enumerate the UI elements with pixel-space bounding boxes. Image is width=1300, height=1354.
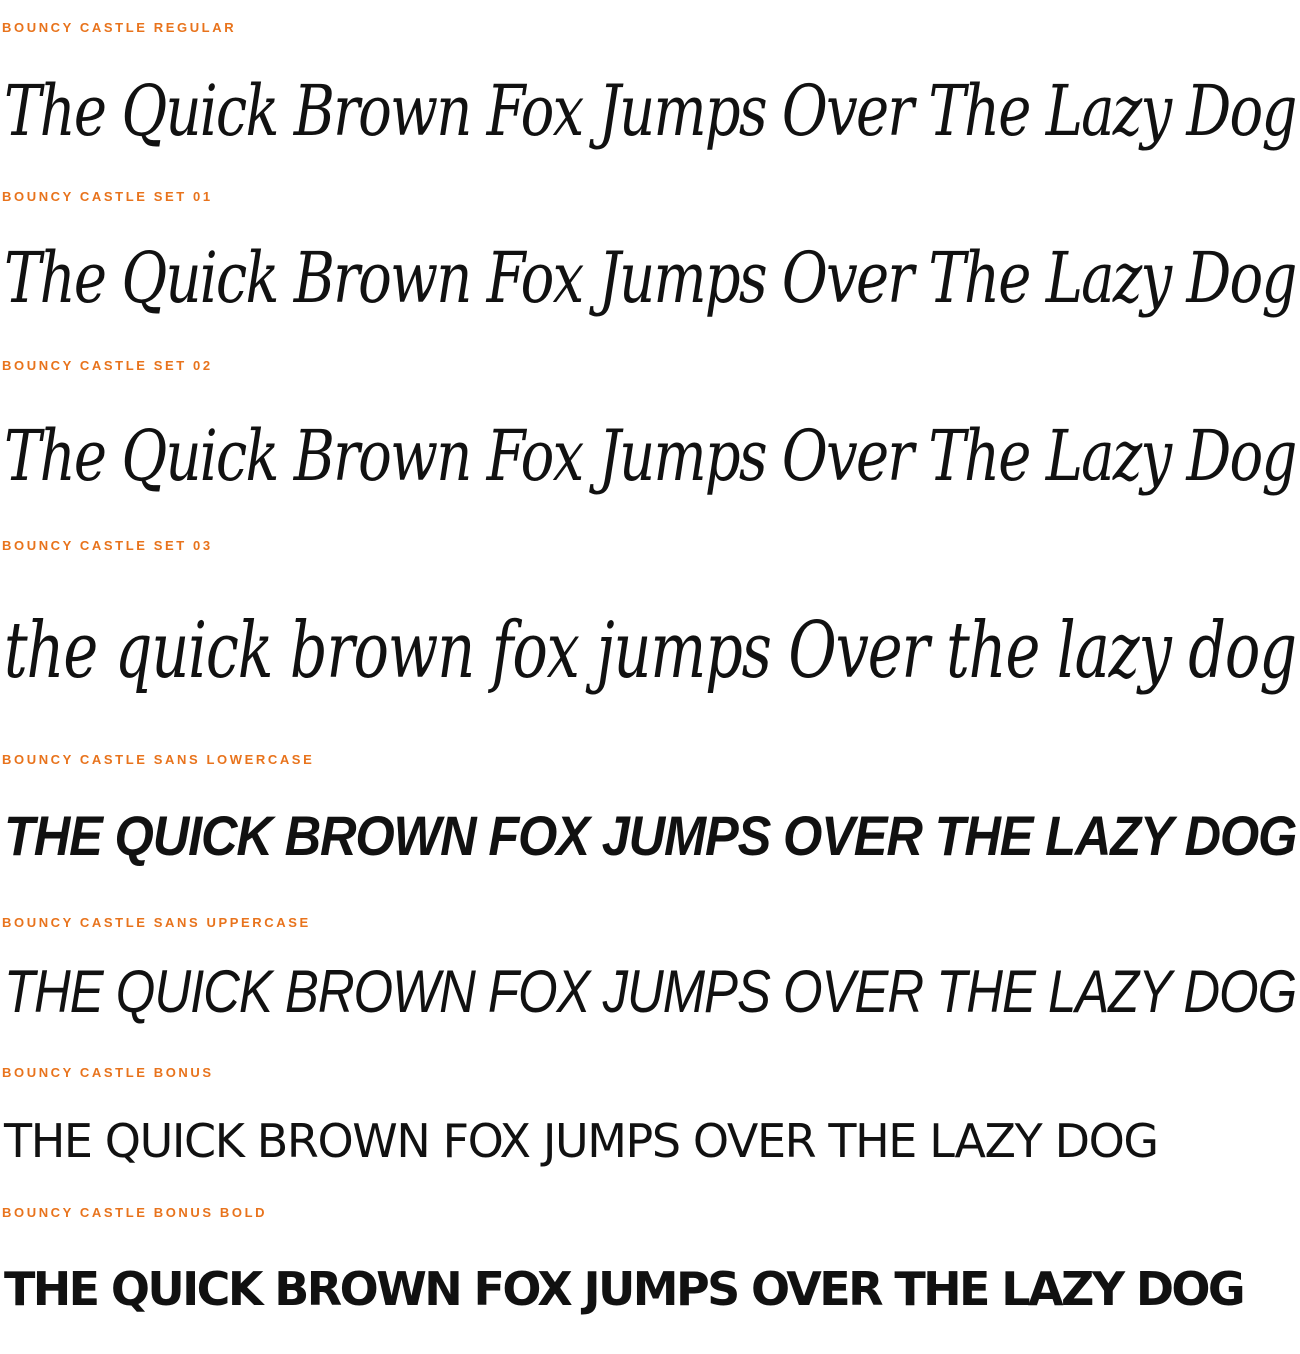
font-name-label: BOUNCY CASTLE BONUS BOLD	[2, 1205, 268, 1220]
font-name-label: BOUNCY CASTLE SANS LOWERCASE	[2, 752, 315, 767]
font-name-label: BOUNCY CASTLE SET 01	[2, 189, 213, 204]
font-sample-text: The Quick Brown Fox Jumps Over The Lazy …	[4, 70, 1297, 152]
font-sample-text: THE QUICK BROWN FOX JUMPS OVER THE LAZY …	[4, 1262, 1246, 1316]
font-name-label: BOUNCY CASTLE BONUS	[2, 1065, 214, 1080]
font-name-label: BOUNCY CASTLE REGULAR	[2, 20, 237, 35]
font-sample-text: THE QUICK BROWN FOX JUMPS OVER THE LAZY …	[4, 958, 1297, 1025]
font-sample-text: THE QUICK BROWN FOX JUMPS OVER THE LAZY …	[4, 804, 1297, 867]
font-name-label: BOUNCY CASTLE SET 02	[2, 358, 213, 373]
font-sample-text: THE QUICK BROWN FOX JUMPS OVER THE LAZY …	[4, 1114, 1159, 1168]
font-sample-text: The Quick Brown Fox Jumps Over The Lazy …	[4, 415, 1297, 497]
font-sample-text: The Quick Brown Fox Jumps Over The Lazy …	[4, 237, 1297, 319]
font-sample-text: the quick brown fox jumps Over the lazy …	[4, 606, 1297, 696]
font-name-label: BOUNCY CASTLE SANS UPPERCASE	[2, 915, 311, 930]
font-name-label: BOUNCY CASTLE SET 03	[2, 538, 213, 553]
